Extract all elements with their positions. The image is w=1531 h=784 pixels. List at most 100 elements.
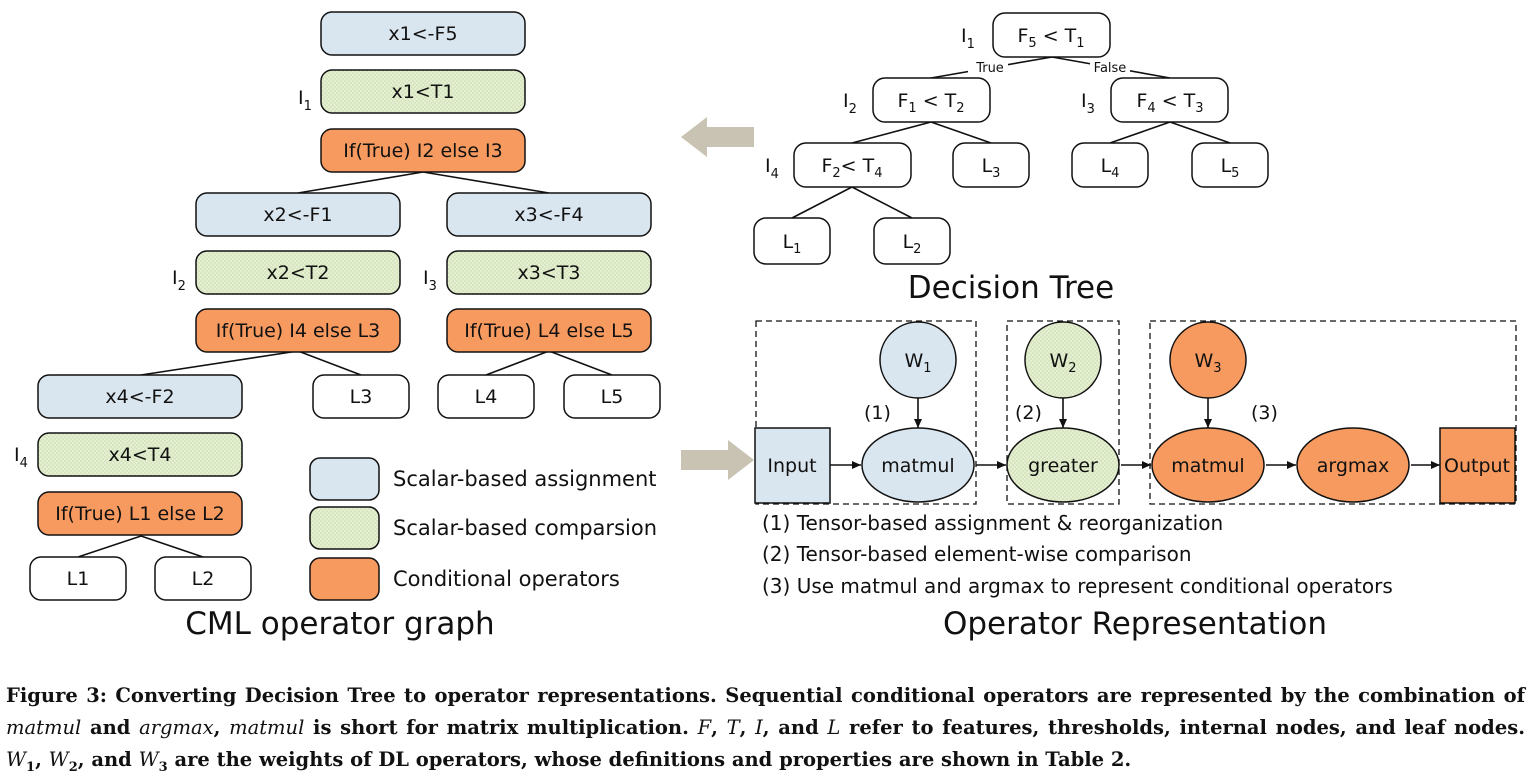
tree-leaf-l4 xyxy=(1071,142,1149,188)
weight-w3-label: W3 xyxy=(1194,350,1221,376)
tree-internal-label-i2: I2 xyxy=(843,90,857,117)
cml-internal-label-i4: I4 xyxy=(14,444,28,471)
cml-leaf-l2 xyxy=(154,556,252,601)
tree-node-i2-label: F1 < T2 xyxy=(897,90,964,116)
cml-internal-label-i2: I2 xyxy=(172,267,186,294)
cml-assign-x1 xyxy=(320,11,526,56)
left-pointing-arrow xyxy=(681,117,754,157)
cml-compare-x3-label: x3<T3 xyxy=(518,262,581,284)
tree-leaf-l2-label: L2 xyxy=(903,231,922,257)
cml-cond-i1-label: If(True) I2 else I3 xyxy=(343,140,503,162)
group-label-1: (1) xyxy=(864,402,891,424)
edge-true-bg xyxy=(968,57,1008,73)
tree-internal-label-i3: I3 xyxy=(1081,90,1095,117)
cml-cond-i4-label: If(True) L1 else L2 xyxy=(55,503,225,525)
cml-assign-x2 xyxy=(195,192,401,237)
matmul-node-1-label: matmul xyxy=(881,455,954,477)
operator-representation: W1 W2 W3 (1) (2) (3) Input matmul greate… xyxy=(754,320,1517,642)
note-3: (3) Use matmul and argmax to represent c… xyxy=(762,574,1393,598)
tree-leaf-l2 xyxy=(873,217,951,265)
output-node xyxy=(1439,427,1516,504)
group-label-2: (2) xyxy=(1015,402,1042,424)
operator-rep-title: Operator Representation xyxy=(943,606,1327,642)
cml-cond-i2-label: If(True) I4 else L3 xyxy=(216,320,381,342)
legend: Scalar-based assignment Scalar-based com… xyxy=(309,457,657,601)
greater-node-label: greater xyxy=(1028,455,1098,477)
legend-swatch-assign xyxy=(309,457,380,501)
cml-assign-x4 xyxy=(37,374,243,419)
decision-tree-title: Decision Tree xyxy=(908,270,1114,306)
group-box-1 xyxy=(755,320,977,505)
cml-leaf-l2-label: L2 xyxy=(192,568,215,590)
legend-swatch-cond xyxy=(309,557,380,601)
tree-internal-label-i1: I1 xyxy=(961,25,975,52)
group-box-3 xyxy=(1149,320,1517,505)
weight-w1-label: W1 xyxy=(904,350,931,376)
cml-compare-x3 xyxy=(446,250,652,295)
matmul-node-2-label: matmul xyxy=(1171,455,1244,477)
decision-tree: True False F5 < T1 I1 F1 < T2 I2 F4 < T3… xyxy=(753,12,1269,306)
cml-compare-x4-label: x4<T4 xyxy=(109,444,172,466)
note-2: (2) Tensor-based element-wise comparison xyxy=(762,542,1192,566)
matmul-node-2 xyxy=(1151,427,1265,503)
cml-leaf-l3 xyxy=(312,374,410,419)
input-node-label: Input xyxy=(767,455,816,477)
legend-label-assign: Scalar-based assignment xyxy=(393,467,657,491)
flow-arrows xyxy=(830,398,1440,469)
cml-compare-x1-label: x1<T1 xyxy=(392,81,455,103)
tree-leaf-l1-label: L1 xyxy=(783,231,802,257)
cml-assign-x2-label: x2<-F1 xyxy=(263,204,332,226)
tree-leaf-l3-label: L3 xyxy=(982,155,1001,181)
tree-leaf-l3 xyxy=(952,142,1030,188)
note-1: (1) Tensor-based assignment & reorganiza… xyxy=(762,511,1223,535)
tree-node-i3 xyxy=(1110,77,1229,123)
tree-node-i1 xyxy=(992,12,1111,58)
matmul-node-1 xyxy=(861,427,975,503)
legend-label-compare: Scalar-based comparsion xyxy=(393,516,657,540)
weight-w2-label: W2 xyxy=(1049,350,1076,376)
cml-leaf-l4-label: L4 xyxy=(475,386,498,408)
cml-assign-x4-label: x4<-F2 xyxy=(105,386,174,408)
greater-node xyxy=(1006,427,1120,503)
cml-cond-i1 xyxy=(320,128,526,173)
cml-edges xyxy=(77,171,613,558)
right-pointing-arrow xyxy=(681,440,754,480)
edge-false-bg xyxy=(1090,57,1130,73)
cml-compare-x2-label: x2<T2 xyxy=(267,262,330,284)
cml-cond-i3-label: If(True) L4 else L5 xyxy=(464,320,634,342)
group-label-3: (3) xyxy=(1251,402,1278,424)
cml-compare-x4 xyxy=(37,432,243,477)
tree-internal-label-i4: I4 xyxy=(765,155,779,182)
legend-label-cond: Conditional operators xyxy=(393,567,620,591)
cml-leaf-l1-label: L1 xyxy=(67,568,90,590)
figure-diagram: x1<-F5 x1<T1 If(True) I2 else I3 I1 x2<-… xyxy=(14,11,1517,642)
cml-leaf-l1 xyxy=(29,556,127,601)
edge-label-true: True xyxy=(975,61,1004,76)
cml-cond-i3 xyxy=(446,308,652,353)
cml-internal-label-i1: I1 xyxy=(298,87,312,114)
tree-node-i1-label: F5 < T1 xyxy=(1017,25,1084,51)
tree-node-i4 xyxy=(793,142,912,188)
cml-assign-x1-label: x1<-F5 xyxy=(388,23,457,45)
tree-leaf-l4-label: L4 xyxy=(1101,155,1120,181)
cml-assign-x3 xyxy=(446,192,652,237)
cml-operator-graph: x1<-F5 x1<T1 If(True) I2 else I3 I1 x2<-… xyxy=(14,11,661,642)
tree-node-i3-label: F4 < T3 xyxy=(1136,90,1203,116)
cml-internal-label-i3: I3 xyxy=(423,267,437,294)
tree-leaf-l1 xyxy=(753,217,831,265)
cml-cond-i2 xyxy=(195,308,401,353)
input-node xyxy=(754,427,831,504)
cml-graph-title: CML operator graph xyxy=(185,606,494,642)
argmax-node xyxy=(1296,427,1410,503)
tree-leaf-l5 xyxy=(1191,142,1269,188)
tree-node-i4-label: F2< T4 xyxy=(821,155,882,181)
cml-assign-x3-label: x3<-F4 xyxy=(514,204,583,226)
cml-leaf-l5 xyxy=(563,374,661,419)
group-box-2 xyxy=(1006,320,1120,505)
cml-compare-x1 xyxy=(320,69,526,114)
tree-leaf-l5-label: L5 xyxy=(1221,155,1240,181)
cml-cond-i4 xyxy=(37,491,243,536)
cml-leaf-l3-label: L3 xyxy=(350,386,373,408)
cml-compare-x2 xyxy=(195,250,401,295)
cml-leaf-l5-label: L5 xyxy=(601,386,624,408)
